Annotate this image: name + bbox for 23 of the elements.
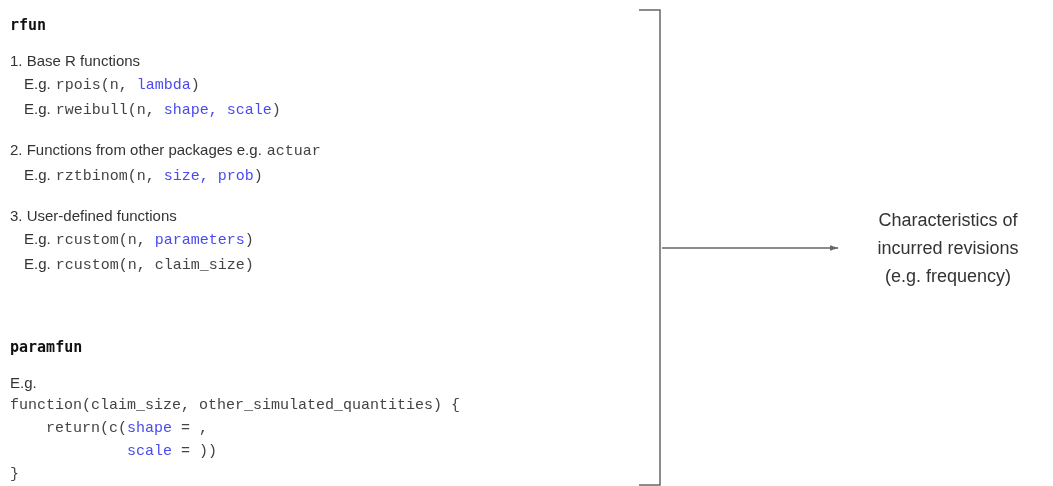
- code-text: rztbinom(n, size, prob): [55, 167, 263, 187]
- output-label: Characteristics of incurred revisions (e.g. frequency): [876, 209, 1020, 288]
- code-text: return(c(shape = ,: [46, 419, 209, 439]
- list-item-text: 2. Functions from other packages e.g.: [10, 140, 262, 160]
- code-text: actuar: [266, 142, 321, 162]
- code-text: rpois(n, lambda): [55, 76, 200, 96]
- section-heading: rfun: [10, 15, 47, 36]
- section-heading: paramfun: [10, 337, 83, 358]
- example-label: E.g.: [24, 229, 51, 249]
- code-text: rcustom(n, claim_size): [55, 256, 254, 276]
- code-text: scale = )): [127, 442, 218, 462]
- code-text: }: [10, 465, 19, 485]
- code-text: rcustom(n, parameters): [55, 231, 254, 251]
- list-item-text: 1. Base R functions: [10, 51, 141, 71]
- example-label: E.g.: [24, 165, 51, 185]
- list-item-text: E.g.: [10, 373, 37, 393]
- code-text: rweibull(n, shape, scale): [55, 101, 281, 121]
- example-label: E.g.: [24, 99, 51, 119]
- arrow: [661, 245, 839, 251]
- code-text: function(claim_size, other_simulated_quantities) {: [10, 396, 461, 416]
- example-label: E.g.: [24, 74, 51, 94]
- list-item-text: 3. User-defined functions: [10, 206, 177, 226]
- example-label: E.g.: [24, 254, 51, 274]
